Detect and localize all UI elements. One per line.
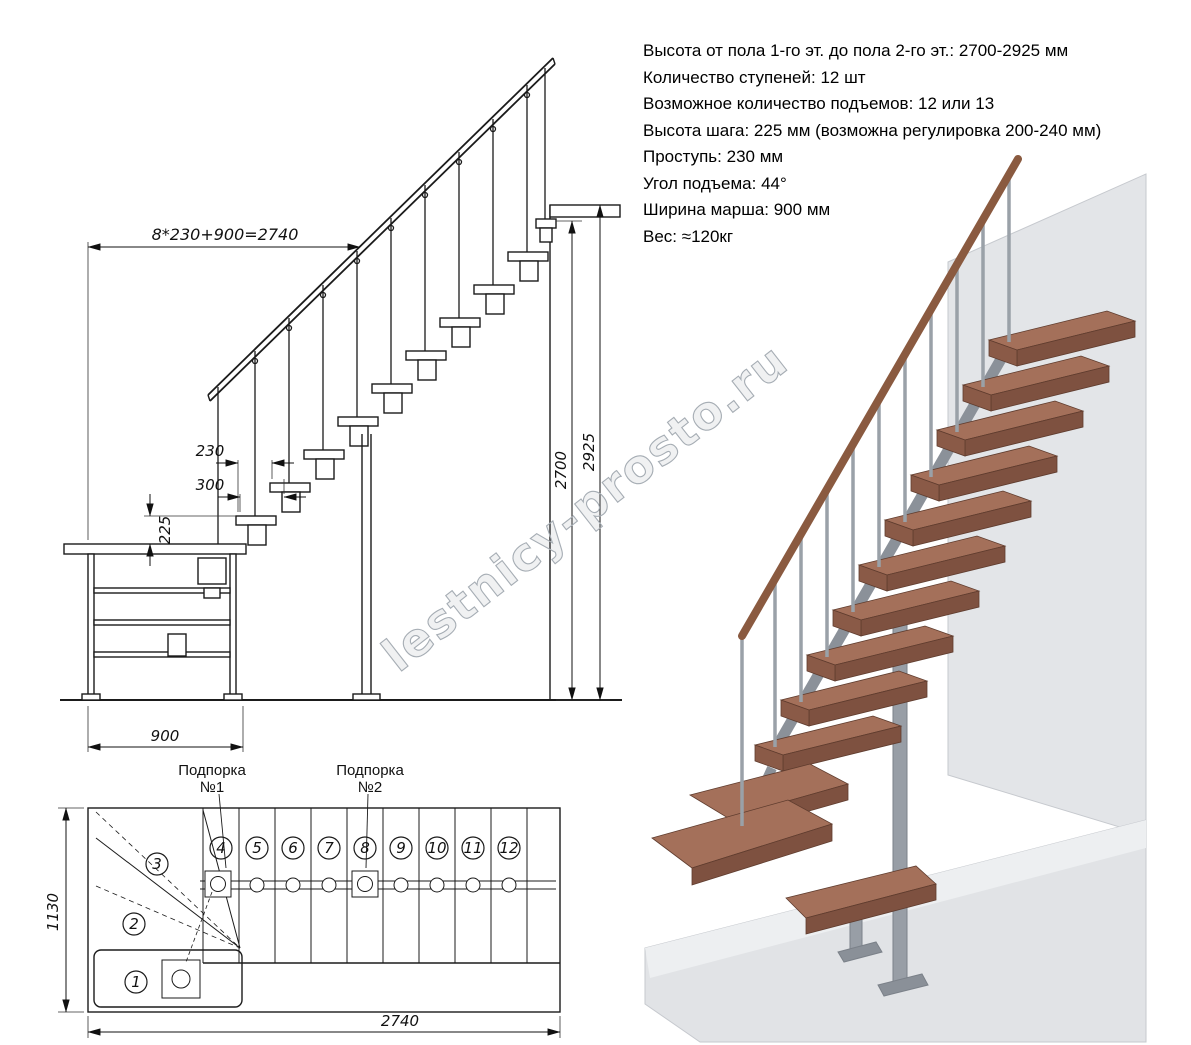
step-numbers xyxy=(122,836,521,994)
balusters xyxy=(217,68,546,544)
spec-line-rises: Возможное количество подъемов: 12 или 13 xyxy=(643,94,995,113)
render-stringer xyxy=(763,344,1013,765)
support2-label: Подпорка xyxy=(336,762,404,779)
spec-line-weight: Вес: ≈120кг xyxy=(643,226,734,246)
render-winders xyxy=(651,763,937,935)
plan-dimensions xyxy=(58,807,561,1038)
dim-plan-depth: 1130 xyxy=(44,893,62,931)
dim-plan-length: 2740 xyxy=(381,1012,419,1030)
dim-platform-width: 900 xyxy=(151,727,180,745)
spec-line-steps: Количество ступеней: 12 шт xyxy=(643,67,866,87)
plan-stringer xyxy=(161,870,556,999)
step-number: 5 xyxy=(252,839,262,857)
dim-riser: 225 xyxy=(156,516,174,545)
platform xyxy=(63,543,247,701)
spec-line-step-height: Высота шага: 225 мм (возможна регулировк… xyxy=(643,120,1102,140)
specs-panel: Высота от пола 1-го эт. до пола 2-го эт.… xyxy=(643,38,1183,250)
step-number: 9 xyxy=(396,839,406,857)
spec-line-going: Проступь: 230 мм xyxy=(643,147,784,166)
dim-height-current: 2700 xyxy=(552,451,570,489)
dim-height-max: 2925 xyxy=(580,433,598,471)
render-steps xyxy=(753,310,1137,772)
support1-leader xyxy=(218,793,227,869)
watermark-text: lestnicy-prosto.ru xyxy=(372,333,798,682)
second-floor-slab xyxy=(549,204,621,218)
step-number: 11 xyxy=(463,839,482,857)
dim-tread: 230 xyxy=(196,442,225,460)
spec-line-height: Высота от пола 1-го эт. до пола 2-го эт.… xyxy=(643,41,1069,60)
support1-number: №1 xyxy=(200,779,224,796)
step-number: 8 xyxy=(360,839,370,857)
step-dividers xyxy=(202,808,528,963)
render-handrail xyxy=(738,155,1022,640)
render-balusters xyxy=(740,174,1011,826)
render-column-lower-base xyxy=(837,941,883,963)
treads xyxy=(235,218,557,546)
plan-drawing: 1 2 3 4 5 6 7 8 9 10 11 12 Подпорка №1 П… xyxy=(44,762,561,1038)
step-number: 2 xyxy=(129,915,139,933)
support2-leader xyxy=(365,793,369,869)
step-number: 10 xyxy=(427,839,446,857)
plan-outline xyxy=(87,807,561,1013)
support1-label: Подпорка xyxy=(178,762,246,779)
step-number: 12 xyxy=(499,839,518,857)
elevation-dimensions xyxy=(87,204,610,752)
support2-number: №2 xyxy=(358,779,382,796)
handrail xyxy=(207,57,556,402)
support-post xyxy=(352,434,381,701)
spec-line-width: Ширина марша: 900 мм xyxy=(643,200,831,219)
dim-total-run: 8*230+900=2740 xyxy=(152,225,299,244)
elevation-drawing: 8*230+900=2740 230 300 225 2700 2925 900 xyxy=(60,57,622,752)
step-number: 3 xyxy=(152,855,162,873)
step-number: 1 xyxy=(131,973,141,991)
step-number: 6 xyxy=(288,839,298,857)
render-column-main-base xyxy=(877,973,929,997)
step-number: 7 xyxy=(324,839,334,857)
step1-outline xyxy=(93,949,243,1008)
step-number: 4 xyxy=(216,839,226,857)
spec-line-angle: Угол подъема: 44° xyxy=(643,173,787,193)
dim-module: 300 xyxy=(196,476,225,494)
render-3d xyxy=(644,155,1147,1043)
